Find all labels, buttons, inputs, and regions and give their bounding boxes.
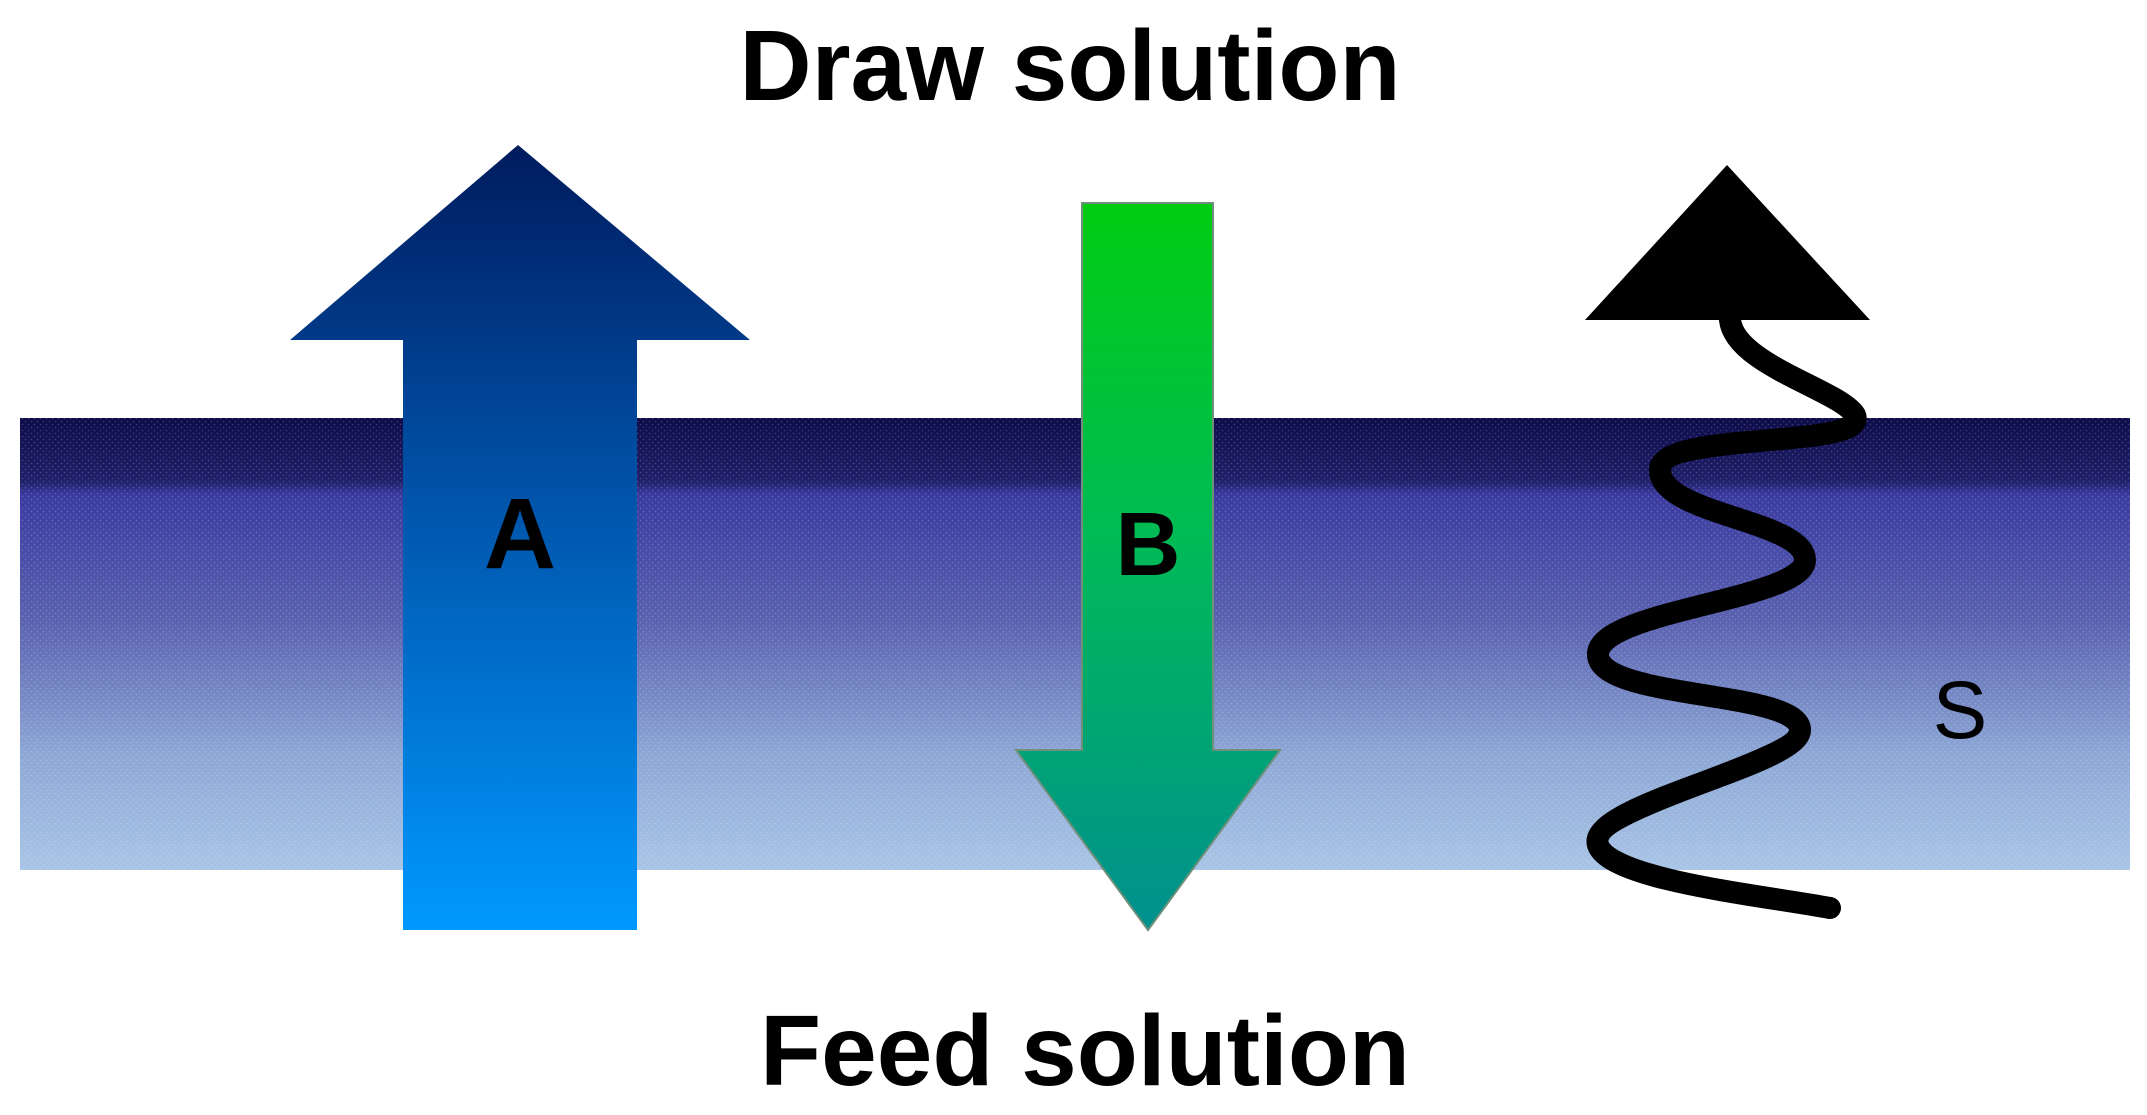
up-arrow-icon — [290, 145, 750, 930]
spring-arrow: S — [1585, 165, 1988, 919]
arrow-a-label: A — [484, 478, 556, 590]
feed-solution-title: Feed solution — [760, 995, 1410, 1107]
down-arrow-icon — [1014, 202, 1282, 932]
membrane — [20, 418, 2130, 870]
draw-solution-title: Draw solution — [739, 10, 1400, 122]
arrow-b: B — [1014, 202, 1282, 932]
arrow-b-label: B — [1116, 495, 1181, 595]
spring-arrow-icon — [1586, 309, 1867, 919]
arrow-a: A — [290, 145, 750, 930]
spring-s-label: S — [1933, 665, 1988, 756]
